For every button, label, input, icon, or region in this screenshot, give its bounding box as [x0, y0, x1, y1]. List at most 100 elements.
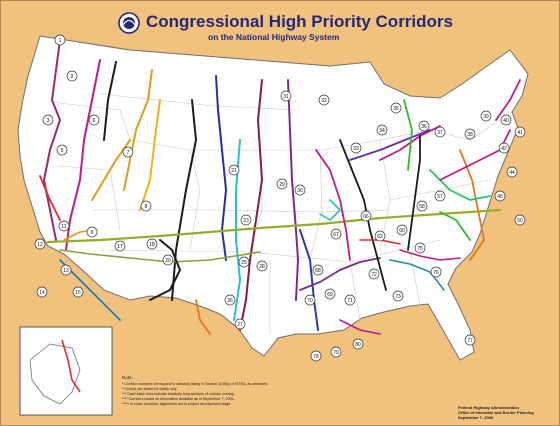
corridor-route: [103, 61, 117, 141]
corridor-marker: 73: [392, 290, 404, 302]
corridor-label: 29: [279, 182, 285, 188]
corridor-label: 42: [501, 146, 507, 152]
corridor-label: 33: [353, 146, 359, 152]
corridor-marker: 29: [276, 178, 288, 190]
corridor-label: 13: [63, 268, 69, 274]
credit-line: Office of Interstate and Border Planning: [458, 410, 534, 415]
corridor-routes: [39, 39, 521, 335]
us-landmass: [17, 35, 529, 361]
corridor-label: 39: [483, 114, 489, 120]
corridor-marker: 38: [464, 128, 476, 140]
corridor-marker: 57: [434, 190, 446, 202]
corridor-marker: 45: [494, 190, 506, 202]
corridor-label: 45: [497, 194, 503, 200]
corridor-route: [407, 135, 421, 251]
corridor-route: [299, 257, 381, 291]
corridor-route: [389, 259, 445, 291]
corridor-route: [239, 79, 263, 331]
corridor-route: [215, 75, 227, 261]
corridor-marker: 27: [234, 318, 246, 330]
corridor-route: [123, 69, 153, 191]
corridor-label: 14: [39, 290, 45, 296]
corridor-marker: 71: [344, 294, 356, 306]
note-line: ***** In some corridors, alignments are …: [122, 402, 232, 406]
corridor-marker: 20: [162, 254, 174, 266]
corridor-marker: 58: [416, 200, 428, 212]
corridor-label: 26: [227, 298, 233, 304]
corridor-route: [39, 175, 61, 221]
corridor-label: 50: [517, 218, 523, 224]
corridor-label: 70: [307, 298, 313, 304]
credit-line: September 7, 2006: [458, 415, 494, 420]
corridor-marker: 80: [352, 338, 364, 350]
corridor-marker: 31: [280, 90, 292, 102]
corridor-marker: 66: [360, 210, 372, 222]
corridor-marker: 37: [434, 126, 446, 138]
credit-line: Federal Highway Administration: [458, 405, 519, 410]
corridor-route: [65, 59, 101, 251]
corridor-label: 1: [59, 38, 62, 44]
corridor-marker: 21: [228, 164, 240, 176]
corridor-marker: 2: [66, 70, 78, 82]
corridor-label: 41: [517, 130, 523, 136]
corridor-label: 38: [467, 132, 473, 138]
corridor-marker: 35: [390, 102, 402, 114]
corridor-label: 21: [231, 168, 237, 174]
corridor-label: 78: [313, 354, 319, 360]
corridor-label: 36: [421, 124, 427, 130]
corridor-route: [439, 211, 471, 241]
corridor-label: 79: [333, 350, 339, 356]
corridor-label: 71: [347, 298, 353, 304]
corridor-route: [43, 39, 61, 241]
corridor-label: 67: [333, 232, 339, 238]
corridor-marker: 72: [368, 268, 380, 280]
corridor-label: 32: [321, 98, 327, 104]
note-line: ** Colors are added for clarity only.: [122, 387, 178, 391]
corridor-marker: 76: [430, 266, 442, 278]
corridor-marker: 62: [374, 230, 386, 242]
corridor-label: 62: [377, 234, 383, 240]
corridor-marker: 14: [36, 286, 48, 298]
corridor-route: [149, 239, 181, 301]
corridor-route: [171, 99, 197, 301]
corridor-marker: 69: [324, 288, 336, 300]
corridor-route: [495, 79, 521, 121]
corridor-label: 9: [91, 230, 94, 236]
corridor-label: 76: [433, 270, 439, 276]
corridor-route: [349, 129, 431, 161]
corridor-label: 68: [315, 268, 321, 274]
corridor-route: [139, 99, 161, 211]
corridor-label: 58: [419, 204, 425, 210]
corridor-label: 69: [327, 292, 333, 298]
corridor-label: 18: [149, 242, 155, 248]
corridor-marker: 40: [500, 114, 512, 126]
corridor-marker: 32: [318, 94, 330, 106]
corridor-marker: 13: [60, 264, 72, 276]
corridor-route: [299, 229, 319, 331]
note-line: **** Corridors based on information avai…: [122, 397, 235, 401]
corridor-marker: 36: [418, 120, 430, 132]
corridor-route: [339, 319, 381, 335]
corridor-route: [459, 149, 485, 261]
corridor-label: 5: [61, 148, 64, 154]
corridor-marker: 42: [498, 142, 510, 154]
corridor-marker: 79: [330, 346, 342, 358]
alaska-inset: [19, 326, 113, 416]
corridor-marker: 8: [140, 200, 152, 212]
corridor-route: [319, 199, 341, 221]
corridor-marker: 12: [34, 238, 46, 250]
corridor-label: 35: [393, 106, 399, 112]
corridor-marker: 3: [42, 114, 54, 126]
corridor-label: 15: [75, 290, 81, 296]
corridor-marker: 7: [122, 146, 134, 158]
corridor-marker: 78: [310, 350, 322, 362]
map-header: Congressional High Priority Corridors on…: [0, 4, 560, 44]
corridor-marker: 9: [86, 226, 98, 238]
note-line: * Corridor numbers correspond to statuto…: [122, 382, 269, 386]
corridor-label: 27: [237, 322, 243, 328]
corridor-label: 31: [283, 94, 289, 100]
corridor-label: 23: [243, 218, 249, 224]
corridor-label: 37: [437, 130, 443, 136]
corridor-label: 7: [127, 150, 130, 156]
